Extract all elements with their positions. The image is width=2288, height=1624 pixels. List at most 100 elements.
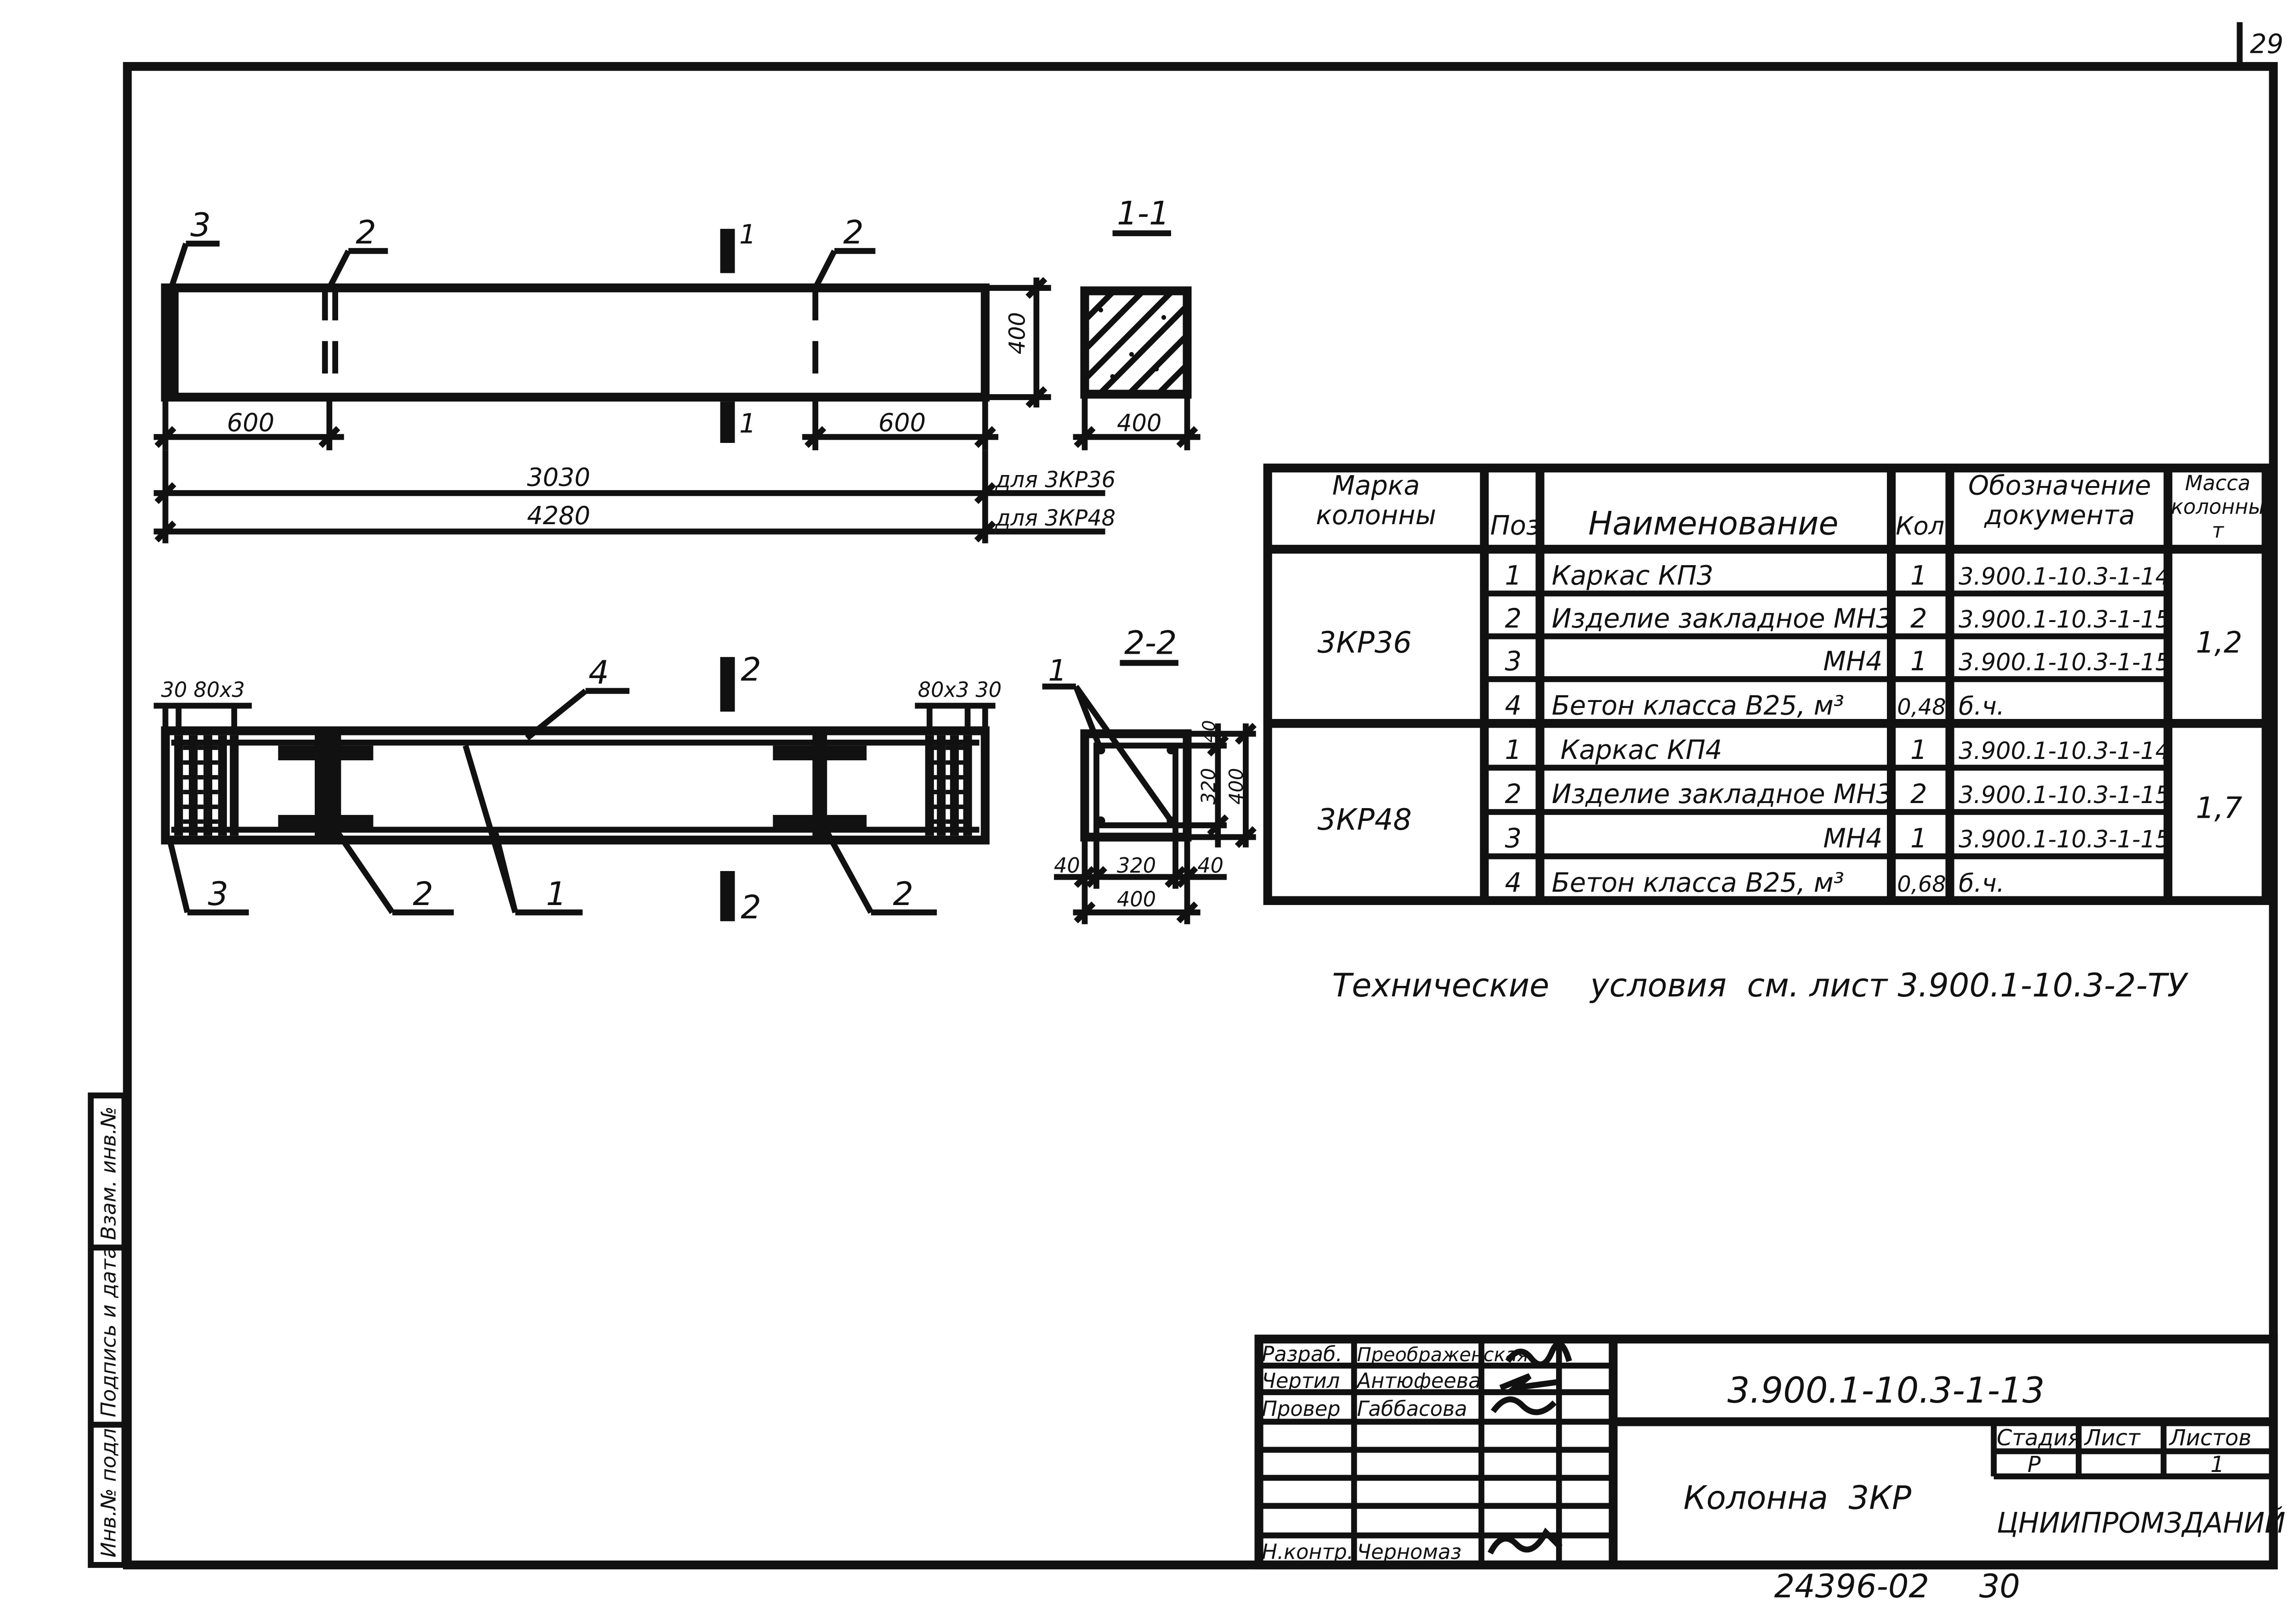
g2-r1-pos: 1 bbox=[1505, 735, 1521, 765]
g1-r3-qty: 1 bbox=[1910, 646, 1927, 677]
g1-r2-pos: 2 bbox=[1505, 603, 1521, 634]
group-mass-3kr36: 1,2 bbox=[2196, 626, 2242, 660]
tb-organization: ЦНИИПРОМЗДАНИЙ bbox=[1997, 1507, 2285, 1539]
g2-r2-name: Изделие закладное МН3 bbox=[1552, 779, 1892, 809]
g1-r1-doc: 3.900.1-10.3-1-14 bbox=[1959, 563, 2170, 590]
g1-r4-pos: 4 bbox=[1505, 690, 1521, 721]
elevation-callout-2-left: 2 bbox=[356, 214, 376, 251]
bottom-page: 30 bbox=[1979, 1567, 2020, 1605]
plan-left-dims: 30 80x3 bbox=[161, 678, 244, 702]
g2-r4-qty: 0,68 bbox=[1897, 871, 1946, 897]
g2-r4-doc: б.ч. bbox=[1959, 869, 2005, 898]
g1-r2-doc: 3.900.1-10.3-1-15 bbox=[1959, 606, 2170, 634]
section-2-2: 2-2 1 40 320 400 40 bbox=[1042, 624, 1257, 924]
signature-drafter bbox=[1499, 1373, 1560, 1392]
spec-table: Марка колонны Поз Наименование Кол. Обоз… bbox=[1263, 464, 2271, 905]
header-mark-cell: Марка колонны bbox=[1316, 472, 1436, 532]
bottom-code: 24396-02 bbox=[1774, 1567, 1929, 1605]
elevation-callout-2-right: 2 bbox=[843, 214, 864, 251]
tb-stage-label: Стадия bbox=[1997, 1425, 2081, 1451]
group-mark-3kr36: 3КР36 bbox=[1318, 626, 1412, 660]
section-1-1-title: 1-1 bbox=[1117, 194, 1169, 232]
section-2-2-dim-h-right: 40 bbox=[1197, 853, 1223, 877]
header-doc: Обозначение документа bbox=[1968, 472, 2151, 532]
header-name: Наименование bbox=[1588, 504, 1839, 542]
dim-600-left: 600 bbox=[227, 408, 274, 437]
side-stamp: Инв.№ подл. Подпись и дата Взам. инв.№ bbox=[88, 1092, 128, 1568]
g1-r3-name: МН4 bbox=[1823, 646, 1882, 677]
section-1-1-width-dim: 400 bbox=[1117, 409, 1161, 437]
section-mark-1-top: 1 bbox=[739, 219, 756, 250]
header-mass-cell: Масса колонны, т bbox=[2171, 472, 2265, 543]
section-2-2-dim-h-left: 40 bbox=[1054, 853, 1080, 877]
overall-length-3030: 3030 bbox=[527, 463, 590, 492]
g1-r4-name: Бетон класса В25, м³ bbox=[1552, 690, 1844, 721]
header-mass: Масса колонны, т bbox=[2171, 472, 2265, 543]
g1-r2-name: Изделие закладное МН3 bbox=[1552, 603, 1892, 634]
section-mark-2-bottom: 2 bbox=[741, 888, 761, 926]
sheet-number: 29 bbox=[2250, 28, 2283, 59]
header-mark: Марка колонны bbox=[1316, 472, 1436, 532]
g2-r3-pos: 3 bbox=[1505, 823, 1521, 854]
section-2-2-dim-v-mid: 320 bbox=[1197, 768, 1220, 805]
column-elevation bbox=[161, 283, 990, 402]
g2-r1-doc: 3.900.1-10.3-1-14 bbox=[1959, 737, 2170, 765]
side-stamp-inv: Инв.№ подл. bbox=[96, 1421, 121, 1557]
overall-note-3kr36: для 3КР36 bbox=[995, 467, 1116, 492]
elevation-callout-3: 3 bbox=[190, 206, 211, 244]
g2-r1-qty: 1 bbox=[1910, 735, 1927, 765]
header-pos: Поз bbox=[1490, 510, 1540, 541]
g1-r4-doc: б.ч. bbox=[1959, 691, 2005, 720]
section-mark-1-bottom: 1 bbox=[739, 408, 756, 439]
signature-checker bbox=[1490, 1396, 1557, 1415]
g1-r1-qty: 1 bbox=[1910, 560, 1927, 591]
side-stamp-replace: Взам. инв.№ bbox=[96, 1106, 121, 1240]
g2-r4-pos: 4 bbox=[1505, 867, 1521, 898]
drawing-frame bbox=[123, 62, 2278, 1570]
header-qty: Кол. bbox=[1896, 511, 1952, 540]
section-2-2-callout: 1 bbox=[1048, 654, 1067, 688]
g2-r3-doc: 3.900.1-10.3-1-15 bbox=[1959, 826, 2170, 853]
g2-r3-qty: 1 bbox=[1910, 823, 1927, 854]
column-plan bbox=[161, 726, 990, 845]
section-1-1: 1-1 400 bbox=[1073, 194, 1201, 451]
g2-r3-name: МН4 bbox=[1823, 823, 1882, 854]
g2-r2-pos: 2 bbox=[1505, 779, 1521, 809]
tb-sheet-label: Лист bbox=[2084, 1425, 2141, 1451]
dim-600-right: 600 bbox=[878, 408, 926, 437]
signature-norm-control bbox=[1487, 1528, 1563, 1555]
plan-view: 2 2 4 30 80x3 80x3 30 3 2 1 2 bbox=[153, 651, 1002, 926]
tb-role-checker: Провер bbox=[1262, 1397, 1340, 1421]
tb-drawing-name: Колонна 3КР bbox=[1683, 1479, 1912, 1516]
spec-table-frame bbox=[1263, 464, 2271, 905]
tb-role-norm-control: Н.контр. bbox=[1262, 1539, 1354, 1564]
tb-name-drafter: Антюфеева bbox=[1356, 1369, 1481, 1393]
elevation-height-dim: 400 bbox=[1005, 312, 1031, 354]
g1-r3-pos: 3 bbox=[1505, 646, 1521, 677]
g2-r2-doc: 3.900.1-10.3-1-15 bbox=[1959, 781, 2170, 809]
section-2-2-title: 2-2 bbox=[1124, 624, 1177, 662]
plan-callout-3: 3 bbox=[208, 875, 228, 913]
signature-developer bbox=[1505, 1341, 1572, 1368]
plan-right-dims: 80x3 30 bbox=[918, 678, 1002, 702]
section-2-2-overall: 400 bbox=[1117, 887, 1156, 911]
tb-name-checker: Габбасова bbox=[1357, 1397, 1467, 1421]
tb-sheets-label: Листов bbox=[2169, 1425, 2251, 1451]
plan-callout-2-left: 2 bbox=[413, 875, 434, 913]
plan-callout-2-right: 2 bbox=[893, 875, 914, 913]
elevation-view: 1 1 3 2 2 400 600 600 bbox=[153, 206, 1116, 543]
g2-r4-name: Бетон класса В25, м³ bbox=[1552, 867, 1844, 898]
overall-note-3kr48: для 3КР48 bbox=[995, 505, 1116, 531]
side-stamp-sign: Подпись и дата bbox=[96, 1246, 121, 1418]
g1-r4-qty: 0,48 bbox=[1897, 694, 1946, 720]
tb-designation: 3.900.1-10.3-1-13 bbox=[1727, 1370, 2045, 1411]
g1-r3-doc: 3.900.1-10.3-1-15 bbox=[1959, 649, 2170, 676]
title-block: Разраб. Преображенская Чертил Антюфеева … bbox=[1254, 1335, 2285, 1570]
tb-role-drafter: Чертил bbox=[1262, 1369, 1340, 1393]
tb-sheets-value: 1 bbox=[2210, 1452, 2224, 1477]
group-mark-3kr48: 3КР48 bbox=[1318, 803, 1412, 837]
tb-name-norm-control: Черномаз bbox=[1357, 1539, 1461, 1564]
group-mass-3kr48: 1,7 bbox=[2196, 791, 2243, 825]
section-2-2-dim-h-mid: 320 bbox=[1117, 853, 1156, 877]
